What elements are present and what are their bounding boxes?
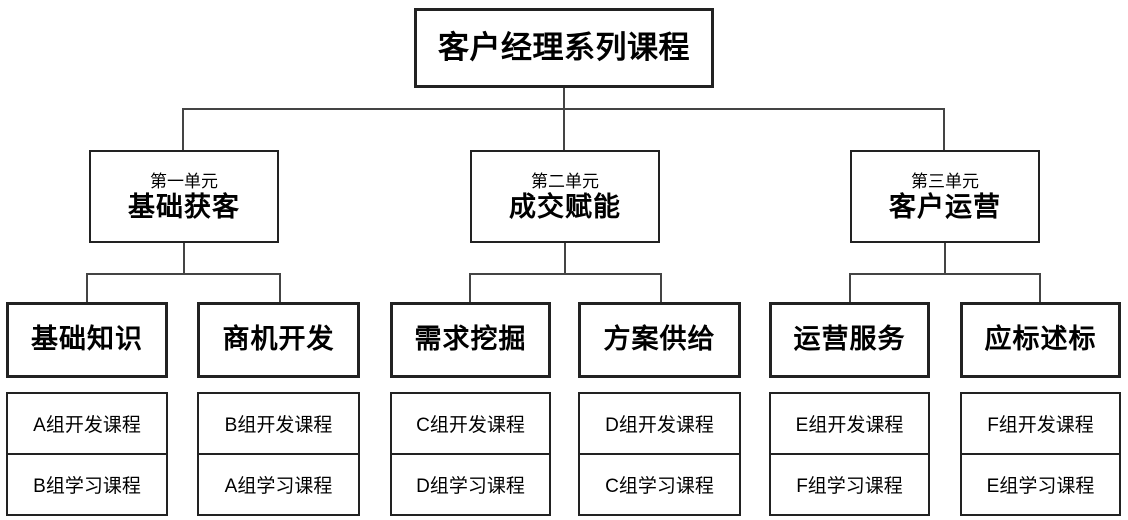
unit-3-bus-connector [849,273,1041,275]
root-node[interactable]: 客户经理系列课程 [414,8,714,88]
unit-3-stem-connector [944,243,946,274]
unit-2-drop-connector [563,108,565,151]
unit-node-1-subtitle: 第一单元 [150,171,218,191]
unit-node-1[interactable]: 第一单元 基础获客 [89,150,279,243]
course-item[interactable]: F组学习课程 [771,453,928,514]
category-node-1-label: 基础知识 [31,324,143,355]
category-node-1[interactable]: 基础知识 [6,302,168,378]
category-node-5-label: 运营服务 [793,324,906,355]
unit-2-bus-connector [469,273,662,275]
unit-node-2[interactable]: 第二单元 成交赋能 [470,150,660,243]
course-item[interactable]: E组学习课程 [962,453,1119,514]
course-stack-5: E组开发课程 F组学习课程 [769,392,930,516]
unit-node-3-subtitle: 第三单元 [911,171,979,191]
course-item[interactable]: D组学习课程 [392,453,549,514]
unit-node-2-subtitle: 第二单元 [531,171,599,191]
unit-node-3-title: 客户运营 [889,192,1001,223]
course-item[interactable]: A组学习课程 [199,453,358,514]
course-item[interactable]: F组开发课程 [987,415,1094,436]
unit-node-3[interactable]: 第三单元 客户运营 [850,150,1040,243]
category-6-drop-connector [1039,273,1041,303]
unit-1-stem-connector [183,243,185,274]
category-node-4-label: 方案供给 [603,324,716,355]
unit-1-drop-connector [182,108,184,151]
course-item[interactable]: B组学习课程 [8,453,166,514]
category-node-5[interactable]: 运营服务 [769,302,930,378]
course-item[interactable]: C组学习课程 [580,453,739,514]
unit-1-bus-connector [86,273,281,275]
course-stack-2: B组开发课程 A组学习课程 [197,392,360,516]
category-node-2[interactable]: 商机开发 [197,302,360,378]
course-stack-1: A组开发课程 B组学习课程 [6,392,168,516]
category-node-4[interactable]: 方案供给 [578,302,741,378]
course-item[interactable]: E组开发课程 [795,415,904,436]
course-stack-4: D组开发课程 C组学习课程 [578,392,741,516]
category-4-drop-connector [660,273,662,303]
category-node-2-label: 商机开发 [222,324,335,355]
category-1-drop-connector [86,273,88,303]
course-item[interactable]: D组开发课程 [605,415,714,436]
course-item[interactable]: A组开发课程 [33,415,141,436]
course-stack-3: C组开发课程 D组学习课程 [390,392,551,516]
course-item[interactable]: B组开发课程 [224,415,333,436]
category-node-3-label: 需求挖掘 [414,324,527,355]
category-2-drop-connector [279,273,281,303]
course-stack-6: F组开发课程 E组学习课程 [960,392,1121,516]
unit-node-2-title: 成交赋能 [509,192,621,223]
unit-node-1-title: 基础获客 [128,192,240,223]
category-3-drop-connector [469,273,471,303]
root-stem-connector [563,88,565,109]
unit-3-drop-connector [943,108,945,151]
category-node-6[interactable]: 应标述标 [960,302,1121,378]
category-node-3[interactable]: 需求挖掘 [390,302,551,378]
root-node-label: 客户经理系列课程 [438,30,690,66]
category-node-6-label: 应标述标 [984,324,1097,355]
unit-2-stem-connector [564,243,566,274]
category-5-drop-connector [849,273,851,303]
course-item[interactable]: C组开发课程 [416,415,525,436]
